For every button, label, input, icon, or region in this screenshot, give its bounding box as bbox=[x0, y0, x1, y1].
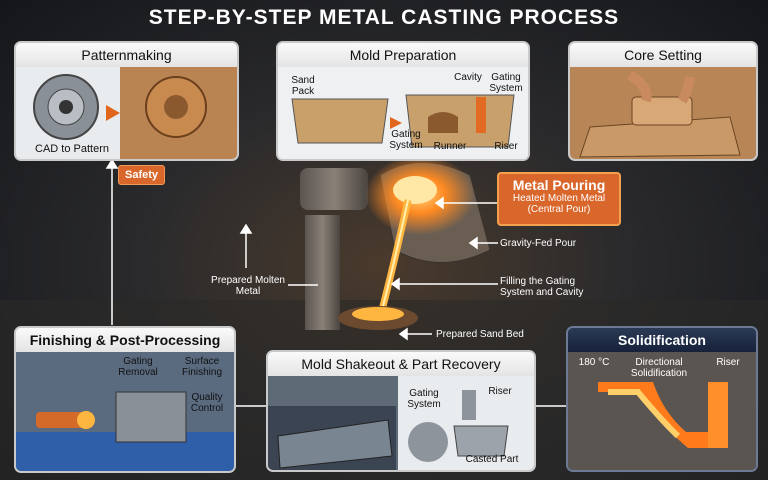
riser-shape bbox=[476, 97, 486, 133]
page-title: STEP-BY-STEP METAL CASTING PROCESS bbox=[148, 6, 620, 29]
molten-surface bbox=[393, 176, 437, 204]
sand-bed-label: Prepared Sand Bed bbox=[436, 329, 524, 340]
gating-system-label: Gating System bbox=[389, 129, 423, 151]
panel-title: Solidification bbox=[568, 328, 756, 353]
cavity bbox=[428, 112, 458, 133]
temperature-label: 180 °C bbox=[578, 357, 610, 368]
shakeout-conveyor bbox=[277, 419, 393, 469]
mold-box bbox=[405, 94, 515, 148]
shakeout-illustration bbox=[268, 376, 534, 470]
gating-system-label: Gating System bbox=[407, 388, 441, 410]
prepared-molten-label: Prepared Molten Metal bbox=[211, 275, 285, 297]
casted-part-label: Casted Part bbox=[465, 454, 519, 465]
wooden-gear-icon bbox=[145, 76, 207, 138]
arrow-icon bbox=[106, 105, 120, 121]
cad-to-pattern-label: CAD to Pattern bbox=[35, 143, 109, 155]
core-block bbox=[631, 96, 693, 126]
panel-title: Finishing & Post-Processing bbox=[16, 328, 234, 353]
panel-shakeout: Mold Shakeout & Part Recovery Gating Sys… bbox=[266, 350, 536, 472]
runner-label: Runner bbox=[433, 141, 467, 152]
riser-label: Riser bbox=[716, 357, 740, 368]
gating-system-label: Gating System bbox=[489, 72, 523, 94]
panel-title: Core Setting bbox=[570, 43, 756, 68]
metal-pouring-callout: Metal Pouring Heated Molten Metal (Centr… bbox=[497, 172, 621, 226]
hand-icon bbox=[627, 70, 652, 103]
surface-finishing-label: Surface Finishing bbox=[181, 356, 223, 378]
quality-control-label: Quality Control bbox=[190, 392, 224, 414]
molten-metal bbox=[598, 382, 728, 448]
arrow-icon bbox=[390, 117, 402, 129]
gating-system-part bbox=[408, 422, 448, 462]
panel-title: Mold Preparation bbox=[278, 43, 528, 68]
ladle-arm bbox=[300, 168, 368, 210]
ladle-stand bbox=[305, 215, 340, 330]
casted-part bbox=[453, 425, 509, 457]
riser-label: Riser bbox=[488, 386, 512, 397]
engine-block bbox=[115, 391, 187, 443]
panel-core-setting: Core Setting bbox=[568, 41, 758, 161]
sand-pack-box bbox=[291, 98, 389, 144]
filling-label: Filling the Gating System and Cavity bbox=[500, 276, 584, 298]
grinder-icon bbox=[36, 412, 86, 428]
finishing-illustration bbox=[16, 352, 234, 471]
panel-title: Patternmaking bbox=[16, 43, 237, 68]
sand-pack-label: Sand Pack bbox=[291, 75, 315, 97]
riser-shape bbox=[708, 382, 728, 448]
gear-icon bbox=[33, 74, 99, 140]
panel-solidification: Solidification 180 °C Directional Solidi… bbox=[566, 326, 758, 472]
panel-mold-preparation: Mold Preparation Sand Pack Cavity Gating… bbox=[276, 41, 530, 161]
metal-pouring-subtitle: Heated Molten Metal (Central Pour) bbox=[512, 193, 606, 215]
riser-label: Riser bbox=[494, 141, 518, 152]
panel-title: Mold Shakeout & Part Recovery bbox=[268, 352, 534, 377]
directional-label: Directional Solidification bbox=[630, 357, 688, 379]
hand-icon bbox=[677, 76, 695, 104]
metal-pouring-title: Metal Pouring bbox=[512, 177, 606, 193]
gravity-fed-label: Gravity-Fed Pour bbox=[500, 238, 577, 249]
core-setting-illustration bbox=[570, 67, 756, 159]
safety-badge: Safety bbox=[118, 165, 166, 185]
flow-arrows bbox=[105, 158, 566, 407]
cavity-label: Cavity bbox=[454, 72, 482, 83]
mold-illustration bbox=[278, 67, 528, 159]
riser-part bbox=[462, 390, 476, 420]
patternmaking-illustration bbox=[16, 67, 237, 159]
solidification-illustration bbox=[568, 352, 756, 470]
panel-finishing: Finishing & Post-Processing Gating Remov… bbox=[14, 326, 236, 473]
gating-removal-label: Gating Removal bbox=[118, 356, 158, 378]
panel-patternmaking: Patternmaking CAD to Pattern bbox=[14, 41, 239, 161]
